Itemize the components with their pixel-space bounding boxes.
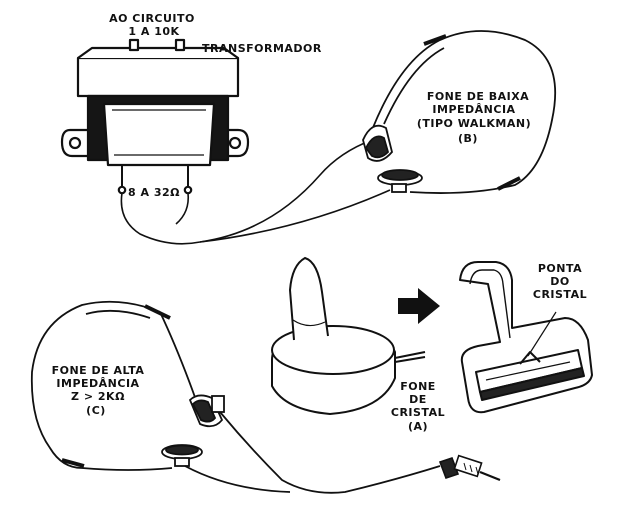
label-high-impedance-line3: Z > 2KΩ xyxy=(71,390,125,403)
label-crystal-line1: FONE xyxy=(400,380,436,393)
plug-connector xyxy=(438,454,501,482)
low-impedance-headphone xyxy=(362,30,556,194)
label-high-impedance-line2: IMPEDÂNCIA xyxy=(56,377,139,390)
label-low-impedance-line4: (B) xyxy=(458,132,478,145)
label-low-impedance-line1: FONE DE BAIXA xyxy=(427,90,529,103)
label-low-impedance-line3: (TIPO WALKMAN) xyxy=(417,117,531,130)
label-circuit-line1: AO CIRCUITO xyxy=(109,12,195,25)
labels: AO CIRCUITO 1 A 10K TRANSFORMADOR FONE D… xyxy=(52,12,587,433)
label-high-impedance-line1: FONE DE ALTA xyxy=(52,364,145,377)
label-secondary: 8 A 32Ω xyxy=(128,186,180,199)
label-low-impedance-line2: IMPEDÂNCIA xyxy=(432,103,515,116)
transformer xyxy=(60,38,250,195)
label-crystal-line4: (A) xyxy=(408,420,428,433)
label-circuit-line2: 1 A 10K xyxy=(128,25,179,38)
crystal-detail xyxy=(459,261,593,414)
label-high-impedance-line4: (C) xyxy=(86,404,106,417)
label-transformer: TRANSFORMADOR xyxy=(202,42,322,55)
label-crystal-line3: CRISTAL xyxy=(391,406,445,419)
label-tip-line3: CRISTAL xyxy=(533,288,587,301)
label-tip-line2: DO xyxy=(550,275,569,288)
transformer-wires xyxy=(120,139,391,245)
crystal-tip-leader xyxy=(527,311,557,357)
arrow-right-icon xyxy=(398,288,440,324)
label-crystal-line2: DE xyxy=(409,393,427,406)
high-impedance-headphone xyxy=(30,300,441,494)
crystal-earphone xyxy=(271,256,426,416)
label-tip-line1: PONTA xyxy=(538,262,582,275)
